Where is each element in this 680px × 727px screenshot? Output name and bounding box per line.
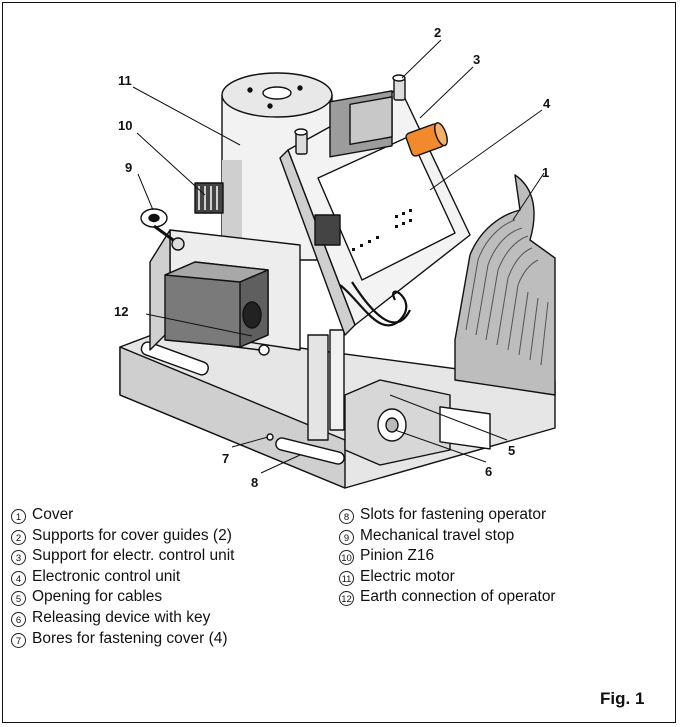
legend-number: 2 <box>11 529 26 545</box>
callout-3: 3 <box>473 52 480 67</box>
legend-text: Electronic control unit <box>32 567 181 585</box>
legend-item: 6 Releasing device with key <box>11 608 341 629</box>
legend-number: 12 <box>339 591 354 607</box>
legend-item: 4 Electronic control unit <box>11 567 341 588</box>
callout-4: 4 <box>543 96 551 111</box>
callout-8: 8 <box>251 475 258 490</box>
legend-text: Earth connection of operator <box>360 588 556 606</box>
callout-5: 5 <box>508 443 515 458</box>
legend-number: 8 <box>339 509 354 524</box>
legend-item: 10 Pinion Z16 <box>339 546 669 567</box>
legend-text: Slots for fastening operator <box>360 506 547 523</box>
legend-item: 11 Electric motor <box>339 567 669 588</box>
earth-connection <box>258 344 270 356</box>
legend-item: 8 Slots for fastening operator <box>339 505 669 526</box>
legend-number: 3 <box>11 550 26 566</box>
callout-7: 7 <box>222 451 229 466</box>
legend-item: 7 Bores for fastening cover (4) <box>11 629 341 650</box>
cover <box>454 174 556 396</box>
legend-text: Electric motor <box>360 567 455 585</box>
callout-1: 1 <box>542 165 549 180</box>
legend-number: 6 <box>11 611 26 627</box>
callout-11: 11 <box>118 73 132 88</box>
callout-12: 12 <box>114 304 128 319</box>
legend-item: 2 Supports for cover guides (2) <box>11 526 341 547</box>
callout-6: 6 <box>485 464 492 479</box>
callout-10: 10 <box>118 118 132 133</box>
legend-number: 11 <box>339 570 354 586</box>
control-unit <box>317 135 456 281</box>
legend-number: 7 <box>11 632 26 648</box>
legend-number: 4 <box>11 570 26 586</box>
legend-item: 1 Cover <box>11 505 341 526</box>
legend-text: Releasing device with key <box>32 608 211 626</box>
legend-text: Support for electr. control unit <box>32 547 235 565</box>
callout-2: 2 <box>434 25 441 40</box>
legend-left: 1 Cover 2 Supports for cover guides (2) … <box>11 505 341 649</box>
operator-diagram: 1 2 3 4 5 6 7 8 9 10 11 12 <box>114 25 556 490</box>
legend-right: 8 Slots for fastening operator 9 Mechani… <box>339 505 669 608</box>
legend-item: 3 Support for electr. control unit <box>11 546 341 567</box>
legend-number: 10 <box>339 550 354 566</box>
legend-text: Bores for fastening cover (4) <box>32 629 228 647</box>
fastening-slot-left <box>140 341 209 376</box>
capacitor <box>405 122 448 157</box>
legend-item: 9 Mechanical travel stop <box>339 526 669 547</box>
legend-text: Mechanical travel stop <box>360 526 515 544</box>
figure-label: Fig. 1 <box>600 689 645 708</box>
legend-number: 1 <box>11 509 26 524</box>
legend-number: 5 <box>11 591 26 607</box>
legend-text: Supports for cover guides (2) <box>32 526 232 544</box>
callout-9: 9 <box>125 160 132 175</box>
legend-number: 9 <box>339 529 354 545</box>
legend-item: 12 Earth connection of operator <box>339 587 669 608</box>
legend-item: 5 Opening for cables <box>11 587 341 608</box>
legend-text: Cover <box>32 506 74 523</box>
legend-text: Pinion Z16 <box>360 547 435 565</box>
legend-text: Opening for cables <box>32 588 163 606</box>
fastening-slot-front <box>275 437 345 465</box>
